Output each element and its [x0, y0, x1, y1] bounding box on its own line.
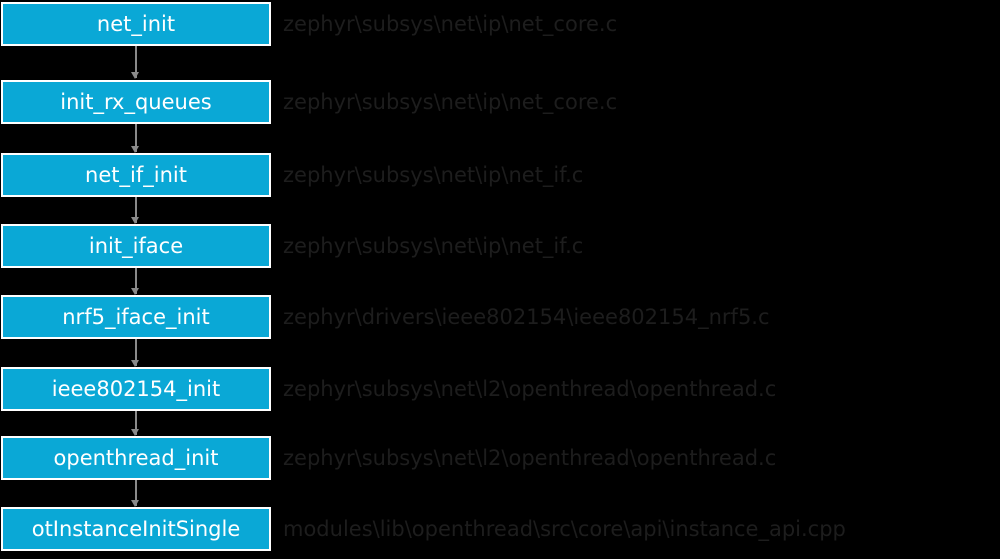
call-step: init_iface zephyr\subsys\net\ip\net_if.c — [0, 224, 1000, 270]
call-arrow — [132, 46, 138, 79]
function-box: nrf5_iface_init — [1, 295, 271, 339]
call-step: init_rx_queues zephyr\subsys\net\ip\net_… — [0, 80, 1000, 126]
function-box: net_init — [1, 2, 271, 46]
source-file-path: zephyr\drivers\ieee802154\ieee802154_nrf… — [283, 305, 770, 329]
call-arrow — [132, 411, 138, 436]
function-box: ieee802154_init — [1, 367, 271, 411]
call-arrow — [132, 268, 138, 295]
call-step: nrf5_iface_init zephyr\drivers\ieee80215… — [0, 295, 1000, 341]
source-file-path: zephyr\subsys\net\ip\net_core.c — [283, 90, 618, 114]
source-file-path: zephyr\subsys\net\ip\net_core.c — [283, 12, 618, 36]
function-box: init_iface — [1, 224, 271, 268]
call-arrow — [132, 339, 138, 367]
source-file-path: zephyr\subsys\net\ip\net_if.c — [283, 163, 584, 187]
source-file-path: modules\lib\openthread\src\core\api\inst… — [283, 517, 846, 541]
call-step: net_init zephyr\subsys\net\ip\net_core.c — [0, 2, 1000, 48]
call-arrow — [132, 480, 138, 507]
function-box: init_rx_queues — [1, 80, 271, 124]
function-box: otInstanceInitSingle — [1, 507, 271, 551]
call-arrow — [132, 124, 138, 153]
source-file-path: zephyr\subsys\net\ip\net_if.c — [283, 234, 584, 258]
function-box: net_if_init — [1, 153, 271, 197]
call-step: ieee802154_init zephyr\subsys\net\l2\ope… — [0, 367, 1000, 413]
source-file-path: zephyr\subsys\net\l2\openthread\openthre… — [283, 377, 777, 401]
call-step: net_if_init zephyr\subsys\net\ip\net_if.… — [0, 153, 1000, 199]
call-arrow — [132, 197, 138, 224]
source-file-path: zephyr\subsys\net\l2\openthread\openthre… — [283, 446, 777, 470]
call-step: otInstanceInitSingle modules\lib\openthr… — [0, 507, 1000, 553]
function-box: openthread_init — [1, 436, 271, 480]
call-step: openthread_init zephyr\subsys\net\l2\ope… — [0, 436, 1000, 482]
